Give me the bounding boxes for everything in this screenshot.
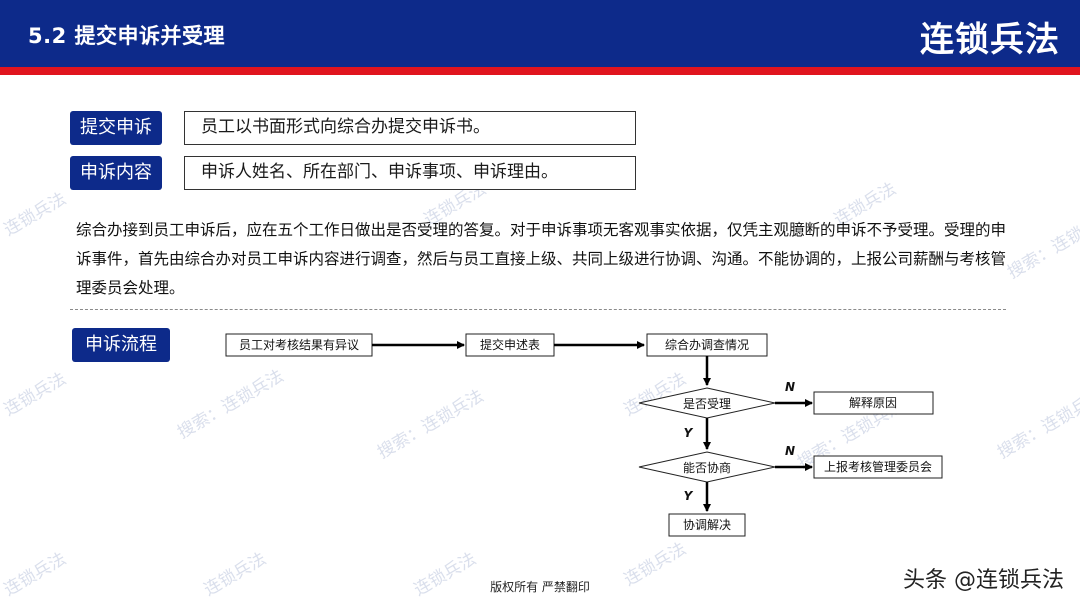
flow-step-explain-label: 解释原因 — [849, 396, 897, 410]
copyright-footer: 版权所有 严禁翻印 — [490, 580, 590, 594]
submit-appeal-text: 员工以书面形式向综合办提交申诉书。 — [184, 111, 636, 145]
tag-submit-appeal: 提交申诉 — [70, 111, 162, 145]
dashed-divider — [70, 309, 1006, 310]
brand-logo-text: 连锁兵法 — [920, 20, 1060, 60]
flow-step-escalate-label: 上报考核管理委员会 — [824, 459, 932, 474]
flow-yes-label: Y — [684, 489, 694, 503]
flow-yes-label: Y — [684, 426, 694, 440]
flow-step-submit-form-label: 提交申述表 — [480, 337, 540, 352]
flow-decision-accept-label: 是否受理 — [683, 397, 731, 411]
source-credit: 头条 @连锁兵法 — [903, 568, 1064, 593]
flow-decision-negotiate-label: 能否协商 — [683, 460, 731, 475]
tag-appeal-process: 申诉流程 — [72, 328, 170, 362]
tag-appeal-content: 申诉内容 — [70, 156, 162, 190]
appeal-handling-paragraph: 综合办接到员工申诉后，应在五个工作日做出是否受理的答复。对于申诉事项无客观事实依… — [76, 221, 1007, 297]
flow-step-objection-label: 员工对考核结果有异议 — [239, 338, 359, 352]
appeal-content-text: 申诉人姓名、所在部门、申诉事项、申诉理由。 — [184, 156, 636, 190]
header-accent-stripe — [0, 67, 1080, 75]
flow-step-explain — [813, 391, 934, 415]
flow-step-escalate — [813, 455, 943, 479]
flow-step-resolve — [668, 513, 746, 537]
flow-step-resolve-label: 协调解决 — [683, 517, 731, 532]
flow-no-label: N — [785, 380, 795, 394]
page-title: 5.2 提交申诉并受理 — [28, 24, 226, 48]
flow-no-label: N — [785, 444, 795, 458]
header-bar: 5.2 提交申诉并受理 连锁兵法 — [0, 0, 1080, 67]
flow-step-investigate-label: 综合办调查情况 — [665, 337, 749, 352]
